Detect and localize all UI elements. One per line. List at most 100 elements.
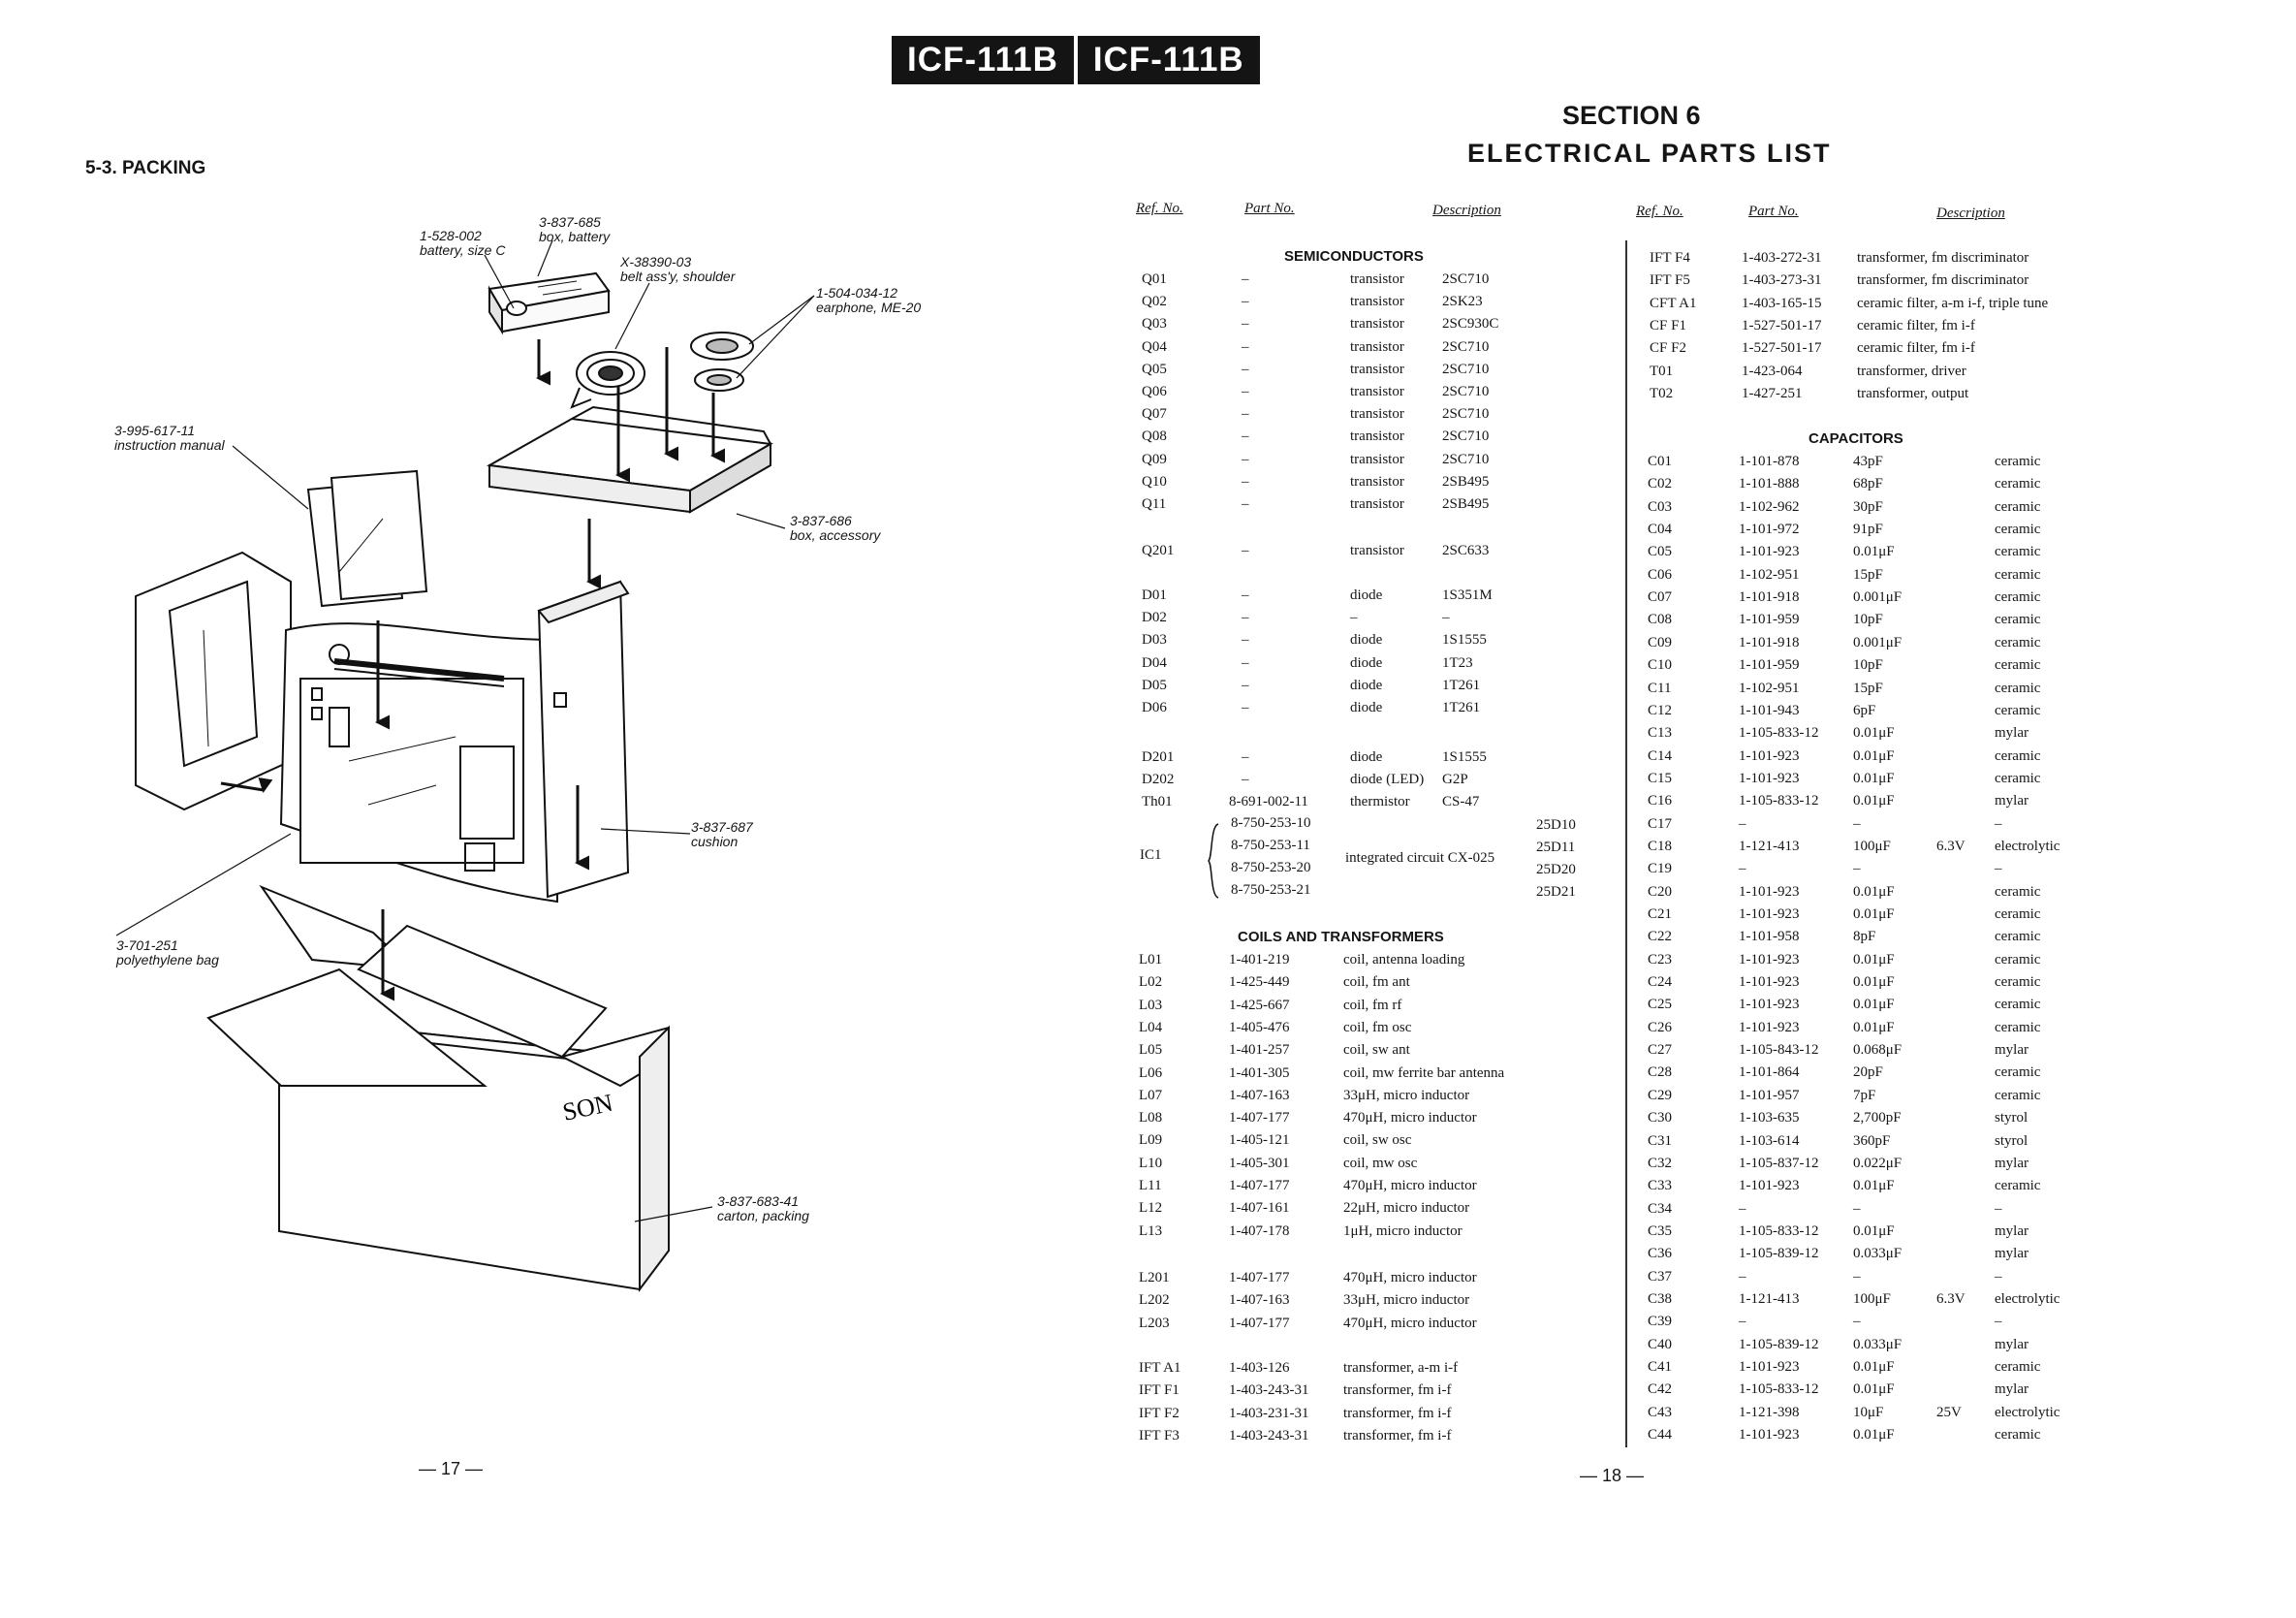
part-no-cell: 1-405-476 — [1229, 1019, 1290, 1035]
packing-exploded-diagram: SON — [115, 239, 815, 1292]
description-cell: 470μH, micro inductor — [1343, 1178, 1477, 1193]
accessory-box-drawing — [486, 405, 774, 514]
description-cell: 1μH, micro inductor — [1343, 1222, 1463, 1239]
cushion-left-drawing — [135, 551, 292, 811]
part-no-cell: 8-691-002-11 — [1229, 794, 1308, 809]
part-no-cell: – — [1242, 772, 1249, 787]
ref-cell: L13 — [1139, 1222, 1163, 1239]
part-no-cell: 1-401-305 — [1229, 1064, 1290, 1081]
value-cell: 15pF — [1853, 680, 1883, 696]
description-cell: diode — [1350, 632, 1383, 649]
part-no-cell: 1-401-219 — [1229, 952, 1290, 968]
ref-cell: C05 — [1648, 544, 1673, 560]
value-cell: 0.01μF — [1853, 725, 1895, 742]
ref-cell: C40 — [1648, 1336, 1673, 1352]
ref-cell: C10 — [1648, 657, 1673, 674]
description-cell: transistor — [1350, 496, 1404, 512]
ref-cell: Q201 — [1142, 543, 1175, 558]
ref-cell: D01 — [1142, 587, 1167, 603]
type-cell: mylar — [1995, 1222, 2029, 1239]
type-cell: ceramic — [1995, 566, 2041, 583]
ref-cell: CF F1 — [1650, 317, 1686, 333]
value-cell: 0.01μF — [1853, 770, 1895, 786]
ref-cell: Q06 — [1142, 384, 1167, 399]
ref-cell: L202 — [1139, 1292, 1170, 1309]
description-cell: transformer, a-m i-f — [1343, 1360, 1459, 1376]
ic-part-2: 8-750-253-11 — [1231, 838, 1310, 853]
type-cell: ceramic — [1995, 476, 2041, 492]
ic-code-1: 25D10 — [1536, 817, 1576, 833]
part-no-cell: 1-427-251 — [1742, 385, 1803, 401]
part-no-cell: – — [1242, 428, 1249, 445]
ref-cell: C21 — [1648, 906, 1673, 922]
part-no-cell: – — [1739, 861, 1746, 877]
value-cell: 0.01μF — [1853, 544, 1895, 560]
type-cell: ceramic — [1995, 1359, 2041, 1375]
value-cell: 0.01μF — [1853, 997, 1895, 1013]
ref-cell: L09 — [1139, 1132, 1163, 1149]
type-cell: ceramic — [1995, 883, 2041, 900]
part-no-cell: – — [1242, 587, 1249, 603]
ref-cell: D02 — [1142, 610, 1167, 626]
value-cell: 10μF — [1853, 1404, 1884, 1420]
type-cell: 1S1555 — [1442, 632, 1487, 649]
description-cell: transistor — [1350, 428, 1404, 445]
page-number-17: — 17 — — [419, 1459, 484, 1478]
value-cell: 8pF — [1853, 929, 1876, 945]
part-no-cell: – — [1739, 1268, 1746, 1285]
description-cell: transformer, fm i-f — [1343, 1405, 1452, 1421]
ref-cell: C18 — [1648, 838, 1673, 854]
instruction-manual-drawing — [306, 469, 428, 608]
col-part-header-right: Part No. — [1748, 204, 1799, 219]
part-no-cell: 1-101-943 — [1739, 702, 1800, 718]
ref-cell: C02 — [1648, 476, 1673, 492]
type-cell: electrolytic — [1995, 1404, 2060, 1420]
part-no-cell: 1-105-833-12 — [1739, 1222, 1819, 1239]
ref-cell: C15 — [1648, 770, 1673, 786]
value-cell: 10pF — [1853, 657, 1883, 674]
type-cell: 1S351M — [1442, 587, 1493, 603]
type-cell: ceramic — [1995, 612, 2041, 628]
part-no-cell: – — [1242, 294, 1249, 310]
part-no-cell: 1-101-923 — [1739, 770, 1800, 786]
part-no-cell: 1-101-959 — [1739, 657, 1800, 674]
part-no-cell: – — [1739, 1314, 1746, 1330]
ref-cell: L05 — [1139, 1042, 1163, 1059]
description-cell: 470μH, micro inductor — [1343, 1270, 1477, 1285]
part-no-cell: 1-405-121 — [1229, 1132, 1290, 1149]
part-no-cell: 1-527-501-17 — [1742, 317, 1822, 333]
ref-cell: L201 — [1139, 1270, 1170, 1285]
ref-cell: C25 — [1648, 997, 1673, 1013]
value-cell: 0.01μF — [1853, 747, 1895, 764]
part-no-cell: – — [1739, 815, 1746, 832]
ref-cell: Q02 — [1142, 294, 1167, 310]
ref-cell: Q01 — [1142, 271, 1167, 287]
ref-cell: C01 — [1648, 454, 1673, 469]
ref-cell: C27 — [1648, 1042, 1673, 1059]
value-cell: 0.01μF — [1853, 951, 1895, 968]
part-no-cell: 1-101-923 — [1739, 883, 1800, 900]
ref-cell: Q07 — [1142, 406, 1167, 423]
part-no-cell: 1-403-165-15 — [1742, 295, 1822, 311]
ref-cell: D06 — [1142, 700, 1167, 715]
part-no-cell: 1-407-161 — [1229, 1200, 1290, 1217]
ref-cell: C14 — [1648, 747, 1673, 764]
ref-cell: C11 — [1648, 680, 1672, 696]
part-no-cell: 1-403-231-31 — [1229, 1405, 1309, 1421]
ref-cell: IFT F1 — [1139, 1382, 1179, 1399]
model-label-right: ICF-111B — [1077, 36, 1260, 84]
description-cell: coil, mw osc — [1343, 1155, 1418, 1171]
ref-cell: IFT F5 — [1650, 272, 1690, 289]
ref-cell: CFT A1 — [1650, 295, 1697, 311]
value-cell: – — [1853, 1200, 1861, 1217]
ref-cell: C23 — [1648, 951, 1673, 968]
part-no-cell: 1-403-243-31 — [1229, 1427, 1309, 1444]
ref-cell: C39 — [1648, 1314, 1673, 1330]
type-cell: mylar — [1995, 725, 2029, 742]
description-cell: diode (LED) — [1350, 772, 1425, 787]
ref-cell: Q11 — [1142, 496, 1167, 512]
